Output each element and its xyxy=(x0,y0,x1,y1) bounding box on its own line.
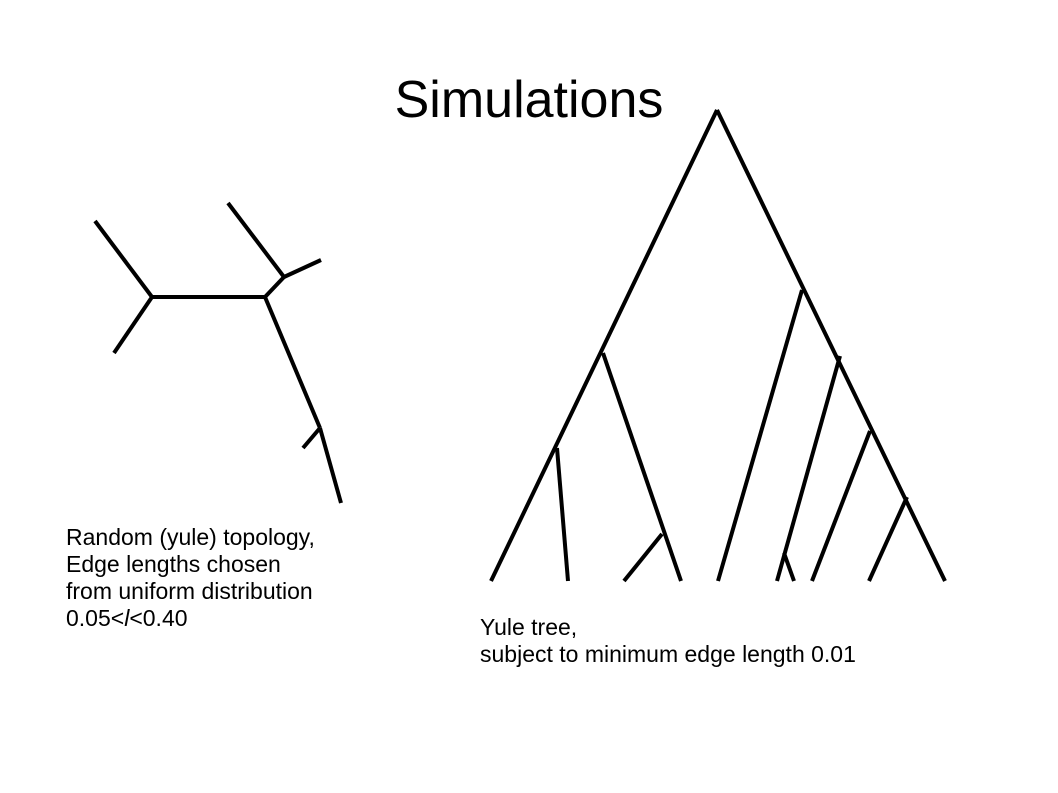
tree-edge xyxy=(716,289,804,582)
tree-edge xyxy=(263,275,286,299)
caption-line: subject to minimum edge length 0.01 xyxy=(480,641,856,667)
tree-edge xyxy=(555,447,570,582)
right-tree-caption: Yule tree, subject to minimum edge lengt… xyxy=(480,614,856,668)
caption-line: Yule tree, xyxy=(480,614,578,640)
tree-edge xyxy=(301,426,322,450)
caption-line: Random (yule) topology, xyxy=(66,524,315,550)
tree-edge xyxy=(775,355,842,582)
caption-lower-bound: 0.05< xyxy=(66,605,125,631)
tree-edge xyxy=(622,532,664,583)
tree-edge xyxy=(489,109,719,582)
tree-edge xyxy=(283,258,322,279)
tree-edge xyxy=(715,109,947,582)
caption-line: from uniform distribution xyxy=(66,578,313,604)
tree-edge xyxy=(226,201,286,279)
caption-line: 0.05<l<0.40 xyxy=(66,605,315,632)
left-tree-caption: Random (yule) topology, Edge lengths cho… xyxy=(66,524,315,632)
tree-edge xyxy=(263,296,322,429)
tree-edge xyxy=(601,352,683,582)
slide-title: Simulations xyxy=(394,71,664,129)
tree-edge xyxy=(318,427,343,504)
tree-edge xyxy=(782,552,796,582)
caption-line: Edge lengths chosen xyxy=(66,551,281,577)
tree-edge xyxy=(112,295,154,355)
tree-edge xyxy=(810,430,872,582)
tree-edge xyxy=(93,219,154,299)
caption-upper-bound: <0.40 xyxy=(129,605,188,631)
caption-variable: l xyxy=(124,605,130,631)
tree-edge xyxy=(867,496,909,582)
